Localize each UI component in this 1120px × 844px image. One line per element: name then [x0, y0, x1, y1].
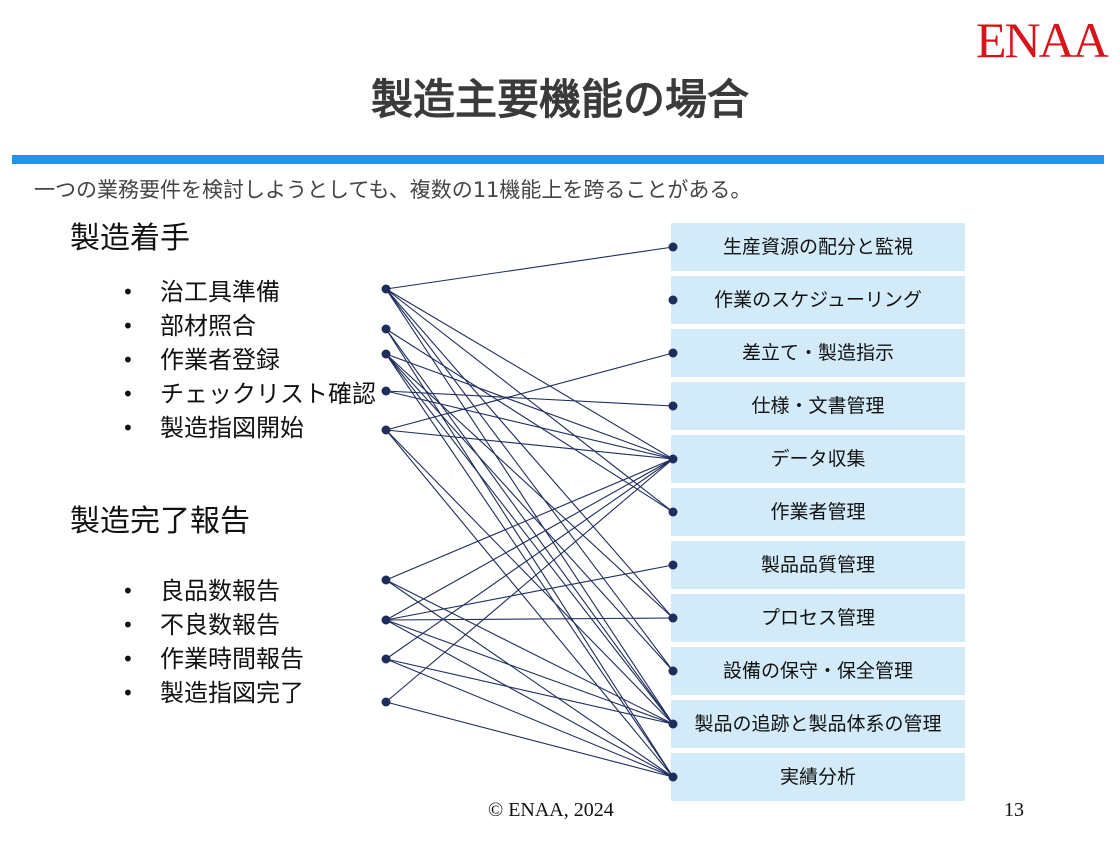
connector-line — [385, 288, 674, 619]
bullet-list-start: •治工具準備 •部材照合 •作業者登録 •チェックリスト確認 •製造指図開始 — [122, 275, 376, 445]
right-endpoint-dot — [668, 560, 678, 570]
left-endpoint-dot — [381, 697, 391, 707]
right-endpoint-dot — [668, 348, 678, 358]
function-box: 差立て・製造指示 — [671, 329, 965, 377]
right-endpoint-dot — [668, 454, 678, 464]
bullet-icon: • — [122, 348, 134, 372]
connector-line — [385, 288, 674, 513]
right-endpoint-dot — [668, 613, 678, 623]
right-endpoint-dot — [668, 719, 678, 729]
left-endpoint-dot — [381, 324, 391, 334]
right-endpoint-dot — [668, 666, 678, 676]
connector-line — [385, 458, 674, 581]
connector-line — [385, 288, 674, 460]
bullet-icon: • — [122, 416, 134, 440]
left-endpoint-dot — [381, 615, 391, 625]
bullet-icon: • — [122, 579, 134, 603]
list-item: •チェックリスト確認 — [122, 377, 376, 411]
function-box: プロセス管理 — [671, 594, 965, 642]
connector-line — [385, 658, 674, 725]
function-box: 作業者管理 — [671, 488, 965, 536]
list-item: •製造指図完了 — [122, 676, 304, 710]
bullet-icon: • — [122, 613, 134, 637]
bullet-icon: • — [122, 314, 134, 338]
function-box: 作業のスケジューリング — [671, 276, 965, 324]
left-endpoint-dot — [381, 349, 391, 359]
page-number: 13 — [1004, 799, 1024, 821]
subtitle: 一つの業務要件を検討しようとしても、複数の11機能上を跨ることがある。 — [34, 178, 752, 202]
function-box: 仕様・文書管理 — [671, 382, 965, 430]
connector-line — [385, 288, 674, 672]
left-endpoint-dot — [381, 425, 391, 435]
list-item: •不良数報告 — [122, 608, 304, 642]
connector-line — [385, 429, 674, 460]
bullet-list-complete: •良品数報告 •不良数報告 •作業時間報告 •製造指図完了 — [122, 574, 304, 710]
connector-line — [385, 619, 674, 778]
right-endpoint-dot — [668, 295, 678, 305]
connector-line — [385, 390, 674, 460]
right-endpoint-dot — [668, 507, 678, 517]
connector-line — [385, 458, 674, 703]
bullet-icon: • — [122, 647, 134, 671]
left-endpoint-dot — [381, 654, 391, 664]
connector-line — [385, 328, 674, 778]
function-box: 製品の追跡と製品体系の管理 — [671, 700, 965, 748]
connector-line — [385, 617, 674, 621]
list-item: •治工具準備 — [122, 275, 376, 309]
copyright: © ENAA, 2024 — [488, 799, 614, 821]
connector-line — [385, 390, 674, 407]
connector-line — [385, 658, 674, 778]
left-endpoint-dot — [381, 284, 391, 294]
left-endpoint-dot — [381, 575, 391, 585]
bullet-icon: • — [122, 382, 134, 406]
connector-line — [385, 579, 674, 778]
function-box: 製品品質管理 — [671, 541, 965, 589]
connector-line — [385, 701, 674, 778]
bullet-icon: • — [122, 681, 134, 705]
connector-line — [385, 328, 674, 513]
connector-line — [385, 288, 674, 725]
list-item: •部材照合 — [122, 309, 376, 343]
function-box: データ収集 — [671, 435, 965, 483]
page-title: 製造主要機能の場合 — [370, 75, 749, 124]
connector-line — [385, 246, 674, 290]
list-item: •作業時間報告 — [122, 642, 304, 676]
list-item: •製造指図開始 — [122, 411, 376, 445]
connector-line — [385, 353, 674, 460]
list-item: •良品数報告 — [122, 574, 304, 608]
left-endpoint-dot — [381, 386, 391, 396]
connector-line — [385, 619, 674, 725]
right-endpoint-dot — [668, 401, 678, 411]
right-endpoint-dot — [668, 772, 678, 782]
connector-line — [385, 429, 674, 725]
connector-line — [385, 352, 674, 431]
list-item: •作業者登録 — [122, 343, 376, 377]
group-heading-start: 製造着手 — [70, 221, 190, 256]
enaa-logo: ENAA — [976, 12, 1109, 68]
function-box: 生産資源の配分と監視 — [671, 223, 965, 271]
right-endpoint-dot — [668, 242, 678, 252]
group-heading-complete: 製造完了報告 — [70, 504, 250, 539]
function-box: 設備の保守・保全管理 — [671, 647, 965, 695]
connector-line — [385, 458, 674, 660]
title-rule — [12, 155, 1104, 164]
connector-line — [385, 579, 674, 725]
connector-line — [385, 564, 674, 621]
bullet-icon: • — [122, 280, 134, 304]
connector-line — [385, 429, 674, 778]
function-box: 実績分析 — [671, 753, 965, 801]
connector-line — [385, 458, 674, 621]
connector-line — [385, 328, 674, 725]
